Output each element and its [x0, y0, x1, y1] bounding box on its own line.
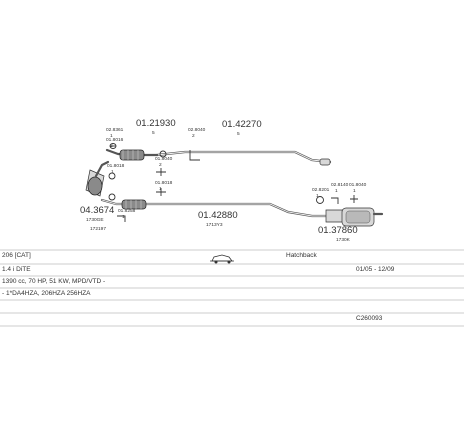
label-cat-small-qty: 1	[122, 214, 125, 220]
label-bolt-b-qty: 1	[159, 186, 162, 192]
fitting-cat-small	[117, 215, 126, 222]
label-cat-small: 01.8258	[118, 208, 136, 214]
label-bolt-c-qty: 1	[111, 169, 114, 175]
label-bolt-a-qty: 2	[159, 162, 162, 168]
fitting-lower-left	[108, 172, 116, 180]
label-rear-small-a: 02.8201	[312, 187, 330, 193]
main-pipe-upper	[155, 150, 332, 164]
flex-joint-upper	[119, 149, 145, 161]
label-front-small-b: 01.8016	[106, 137, 124, 143]
label-rear-pipe-upper-qty: 5	[237, 131, 240, 137]
fitting-rear-c	[350, 195, 358, 203]
label-rear-silencer: 01.37860	[318, 225, 358, 236]
label-catalyst-sub: 1730GE	[86, 217, 104, 223]
label-bolt-b: 01.8018	[155, 180, 173, 186]
fitting-bracket-a	[189, 150, 200, 161]
fitting-mid-a	[156, 168, 166, 176]
body-type: Hatchback	[286, 252, 317, 259]
rear-silencer-part	[325, 207, 384, 227]
engine: 1.4 i DiTE	[2, 266, 31, 273]
label-clamp-a-qty: 2	[192, 133, 195, 139]
vehicle-model: 206 [CAT]	[2, 252, 31, 259]
fitting-upper-mid	[159, 150, 167, 158]
label-rear-small-c: 01.8040	[349, 182, 367, 188]
flex-joint-lower	[121, 199, 147, 210]
label-front-small-b-qty: 2	[110, 143, 113, 149]
label-front-small-a: 02.8361	[106, 127, 124, 133]
fitting-upper-left	[109, 143, 117, 149]
fitting-mid-b	[156, 188, 166, 196]
catalyst-part	[85, 160, 110, 197]
label-rear-small-a-qty: 1	[316, 193, 319, 199]
fitting-rear-b	[331, 197, 339, 204]
label-middle-pipe-sub: 1713Y3	[206, 222, 223, 228]
pipe-end-upper	[319, 158, 331, 166]
label-rear-small-b: 02.8140	[331, 182, 349, 188]
label-front-small-a-qty: 1	[110, 133, 113, 139]
label-middle-pipe: 01.42880	[198, 210, 238, 221]
label-rear-silencer-sub: 1730K	[336, 237, 351, 243]
fitting-rear-a	[316, 196, 324, 204]
label-clamp-a: 02.8040	[188, 127, 206, 133]
label-catalyst: 04.3674	[80, 205, 114, 216]
hatchback-car-icon	[210, 254, 234, 264]
label-main-pipe-upper: 01.21930	[136, 118, 176, 129]
label-bolt-a: 01.8040	[155, 156, 173, 162]
fitting-lower-left-b	[108, 193, 116, 201]
production-years: 01/05 - 12/09	[356, 266, 395, 273]
label-rear-small-b-qty: 1	[335, 188, 338, 194]
engine-codes: - 1*DA4HZA, 206HZA 256HZA	[2, 290, 91, 297]
label-rear-small-c-qty: 1	[353, 188, 356, 194]
label-main-pipe-upper-qty: 5	[152, 130, 155, 136]
label-cat-code: 172197	[90, 226, 106, 232]
catalog-number: C260093	[356, 315, 383, 322]
label-bolt-c: 01.8018	[107, 163, 125, 169]
label-rear-pipe-upper: 01.42270	[222, 119, 262, 130]
engine-specs: 1390 cc, 70 HP, 51 KW, MPD/VTD -	[2, 278, 106, 285]
